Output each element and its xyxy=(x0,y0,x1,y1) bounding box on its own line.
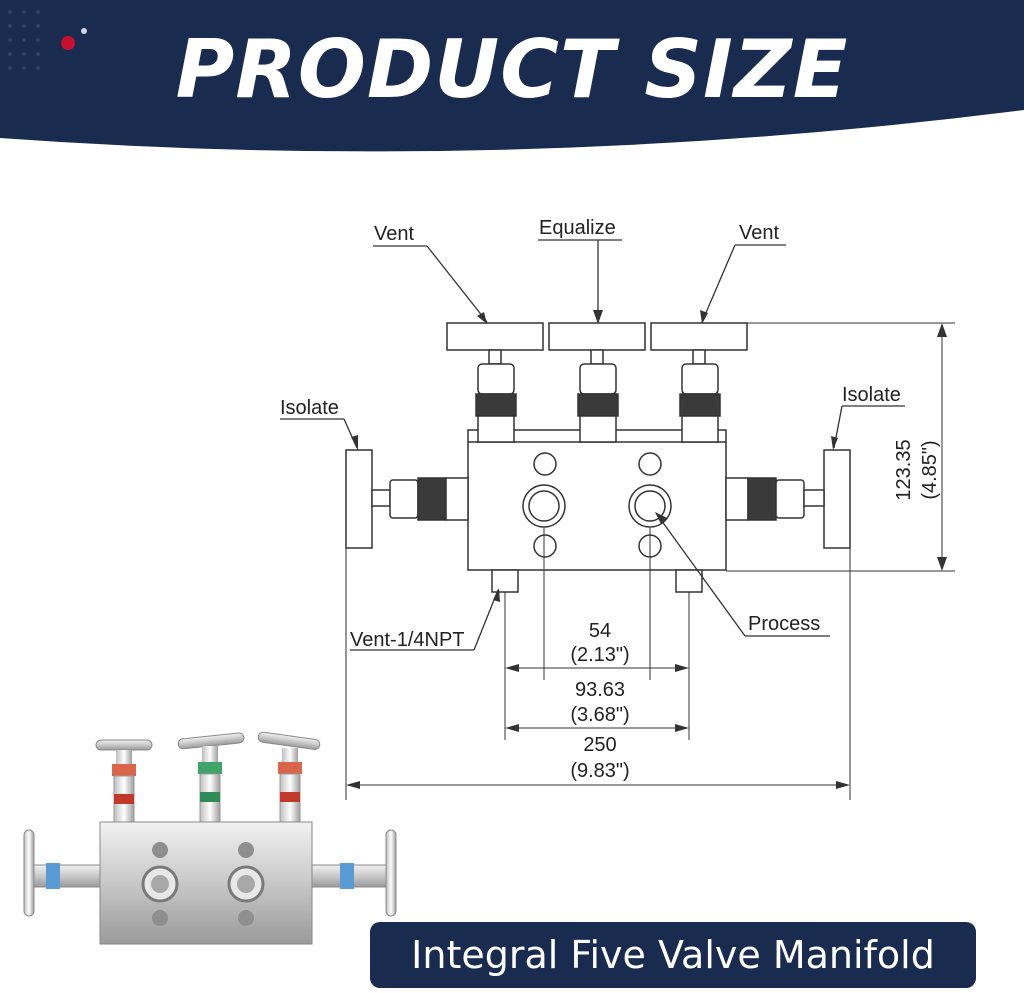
label-isolate-left: Isolate xyxy=(280,397,339,419)
dim-54-mm: 54 xyxy=(589,620,611,642)
product-photo xyxy=(23,731,397,945)
label-process: Process xyxy=(748,613,820,635)
dim-54-in: (2.13") xyxy=(570,644,629,666)
isolate-left-handle xyxy=(345,449,373,549)
vent-right-handle xyxy=(650,322,748,351)
vent-port-left xyxy=(491,569,519,593)
photo-manifold-block xyxy=(99,821,313,945)
vent-left-valve xyxy=(475,349,517,443)
isolate-right-handle xyxy=(823,449,851,549)
dim-93-in: (3.68") xyxy=(570,704,629,726)
vent-left-handle xyxy=(446,322,544,351)
header-banner xyxy=(0,0,1024,152)
photo-valve-right xyxy=(278,748,302,827)
label-vent-npt: Vent-1/4NPT xyxy=(350,629,465,651)
dim-250-in: (9.83") xyxy=(570,760,629,782)
dim-height-mm: 123.35 xyxy=(893,439,915,500)
photo-valve-center xyxy=(198,746,222,827)
label-equalize: Equalize xyxy=(539,217,616,239)
process-port-right xyxy=(628,484,672,528)
accent-dot-icon xyxy=(61,36,75,50)
dim-93-mm: 93.63 xyxy=(575,679,625,701)
equalize-valve xyxy=(577,349,619,443)
vent-port-right xyxy=(675,569,703,593)
caption-banner: Integral Five Valve Manifold xyxy=(370,922,976,988)
label-vent-right: Vent xyxy=(739,222,779,244)
page-title: PRODUCT SIZE xyxy=(175,23,849,116)
photo-valve-left xyxy=(112,750,136,827)
isolate-left-valve xyxy=(371,477,469,521)
isolate-right-valve xyxy=(725,477,825,521)
equalize-handle xyxy=(548,322,646,351)
label-vent-left: Vent xyxy=(374,223,414,245)
dim-250-mm: 250 xyxy=(583,734,616,756)
vent-right-valve xyxy=(679,349,721,443)
process-port-left xyxy=(522,484,566,528)
label-isolate-right: Isolate xyxy=(842,384,901,406)
dim-height-in: (4.85") xyxy=(919,440,941,499)
manifold-body xyxy=(467,429,727,571)
